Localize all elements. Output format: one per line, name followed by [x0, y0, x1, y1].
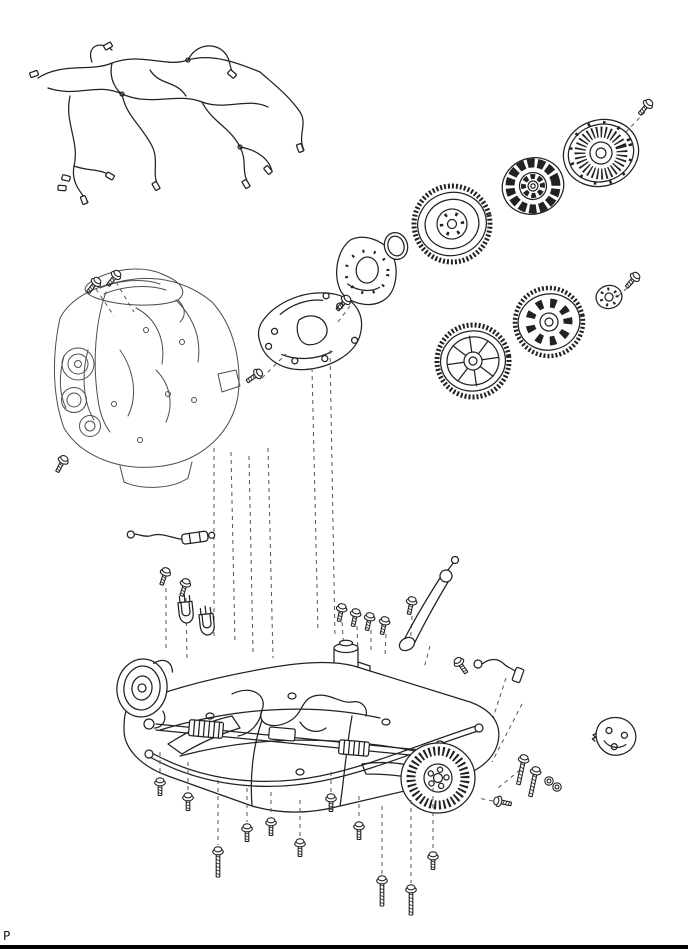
engine-mount-link: [398, 555, 460, 652]
assembly-leader-lines: [95, 111, 646, 802]
drive-plate: [512, 285, 586, 359]
speed-sensor-harness: [473, 658, 525, 684]
fasteners-washers: [544, 776, 562, 792]
page-label: P: [3, 929, 11, 943]
footer-bar: [0, 945, 688, 949]
flywheel: [411, 183, 493, 265]
engine-wiring-harness: [29, 41, 305, 205]
mount-bracket: [591, 716, 637, 756]
engine-assembly: [53, 268, 241, 488]
ring-gear-flywheel: [434, 322, 512, 400]
release-cylinder-with-hose: [126, 530, 216, 545]
engine-rear-oil-seal-retainer: [336, 236, 397, 306]
drive-plate-spacer: [595, 284, 623, 310]
bolt-leader-lines: [159, 752, 434, 883]
stabilizer-bushing-brackets: [177, 593, 215, 636]
engine-mounting-plate: [257, 292, 363, 371]
right-brake-disc: [400, 742, 476, 814]
left-hub-knuckle: [116, 658, 174, 729]
clutch-disc: [501, 157, 565, 215]
crankshaft-oil-seal: [383, 232, 409, 260]
subframe-harness: [231, 689, 368, 737]
clutch-cover: [562, 118, 640, 188]
